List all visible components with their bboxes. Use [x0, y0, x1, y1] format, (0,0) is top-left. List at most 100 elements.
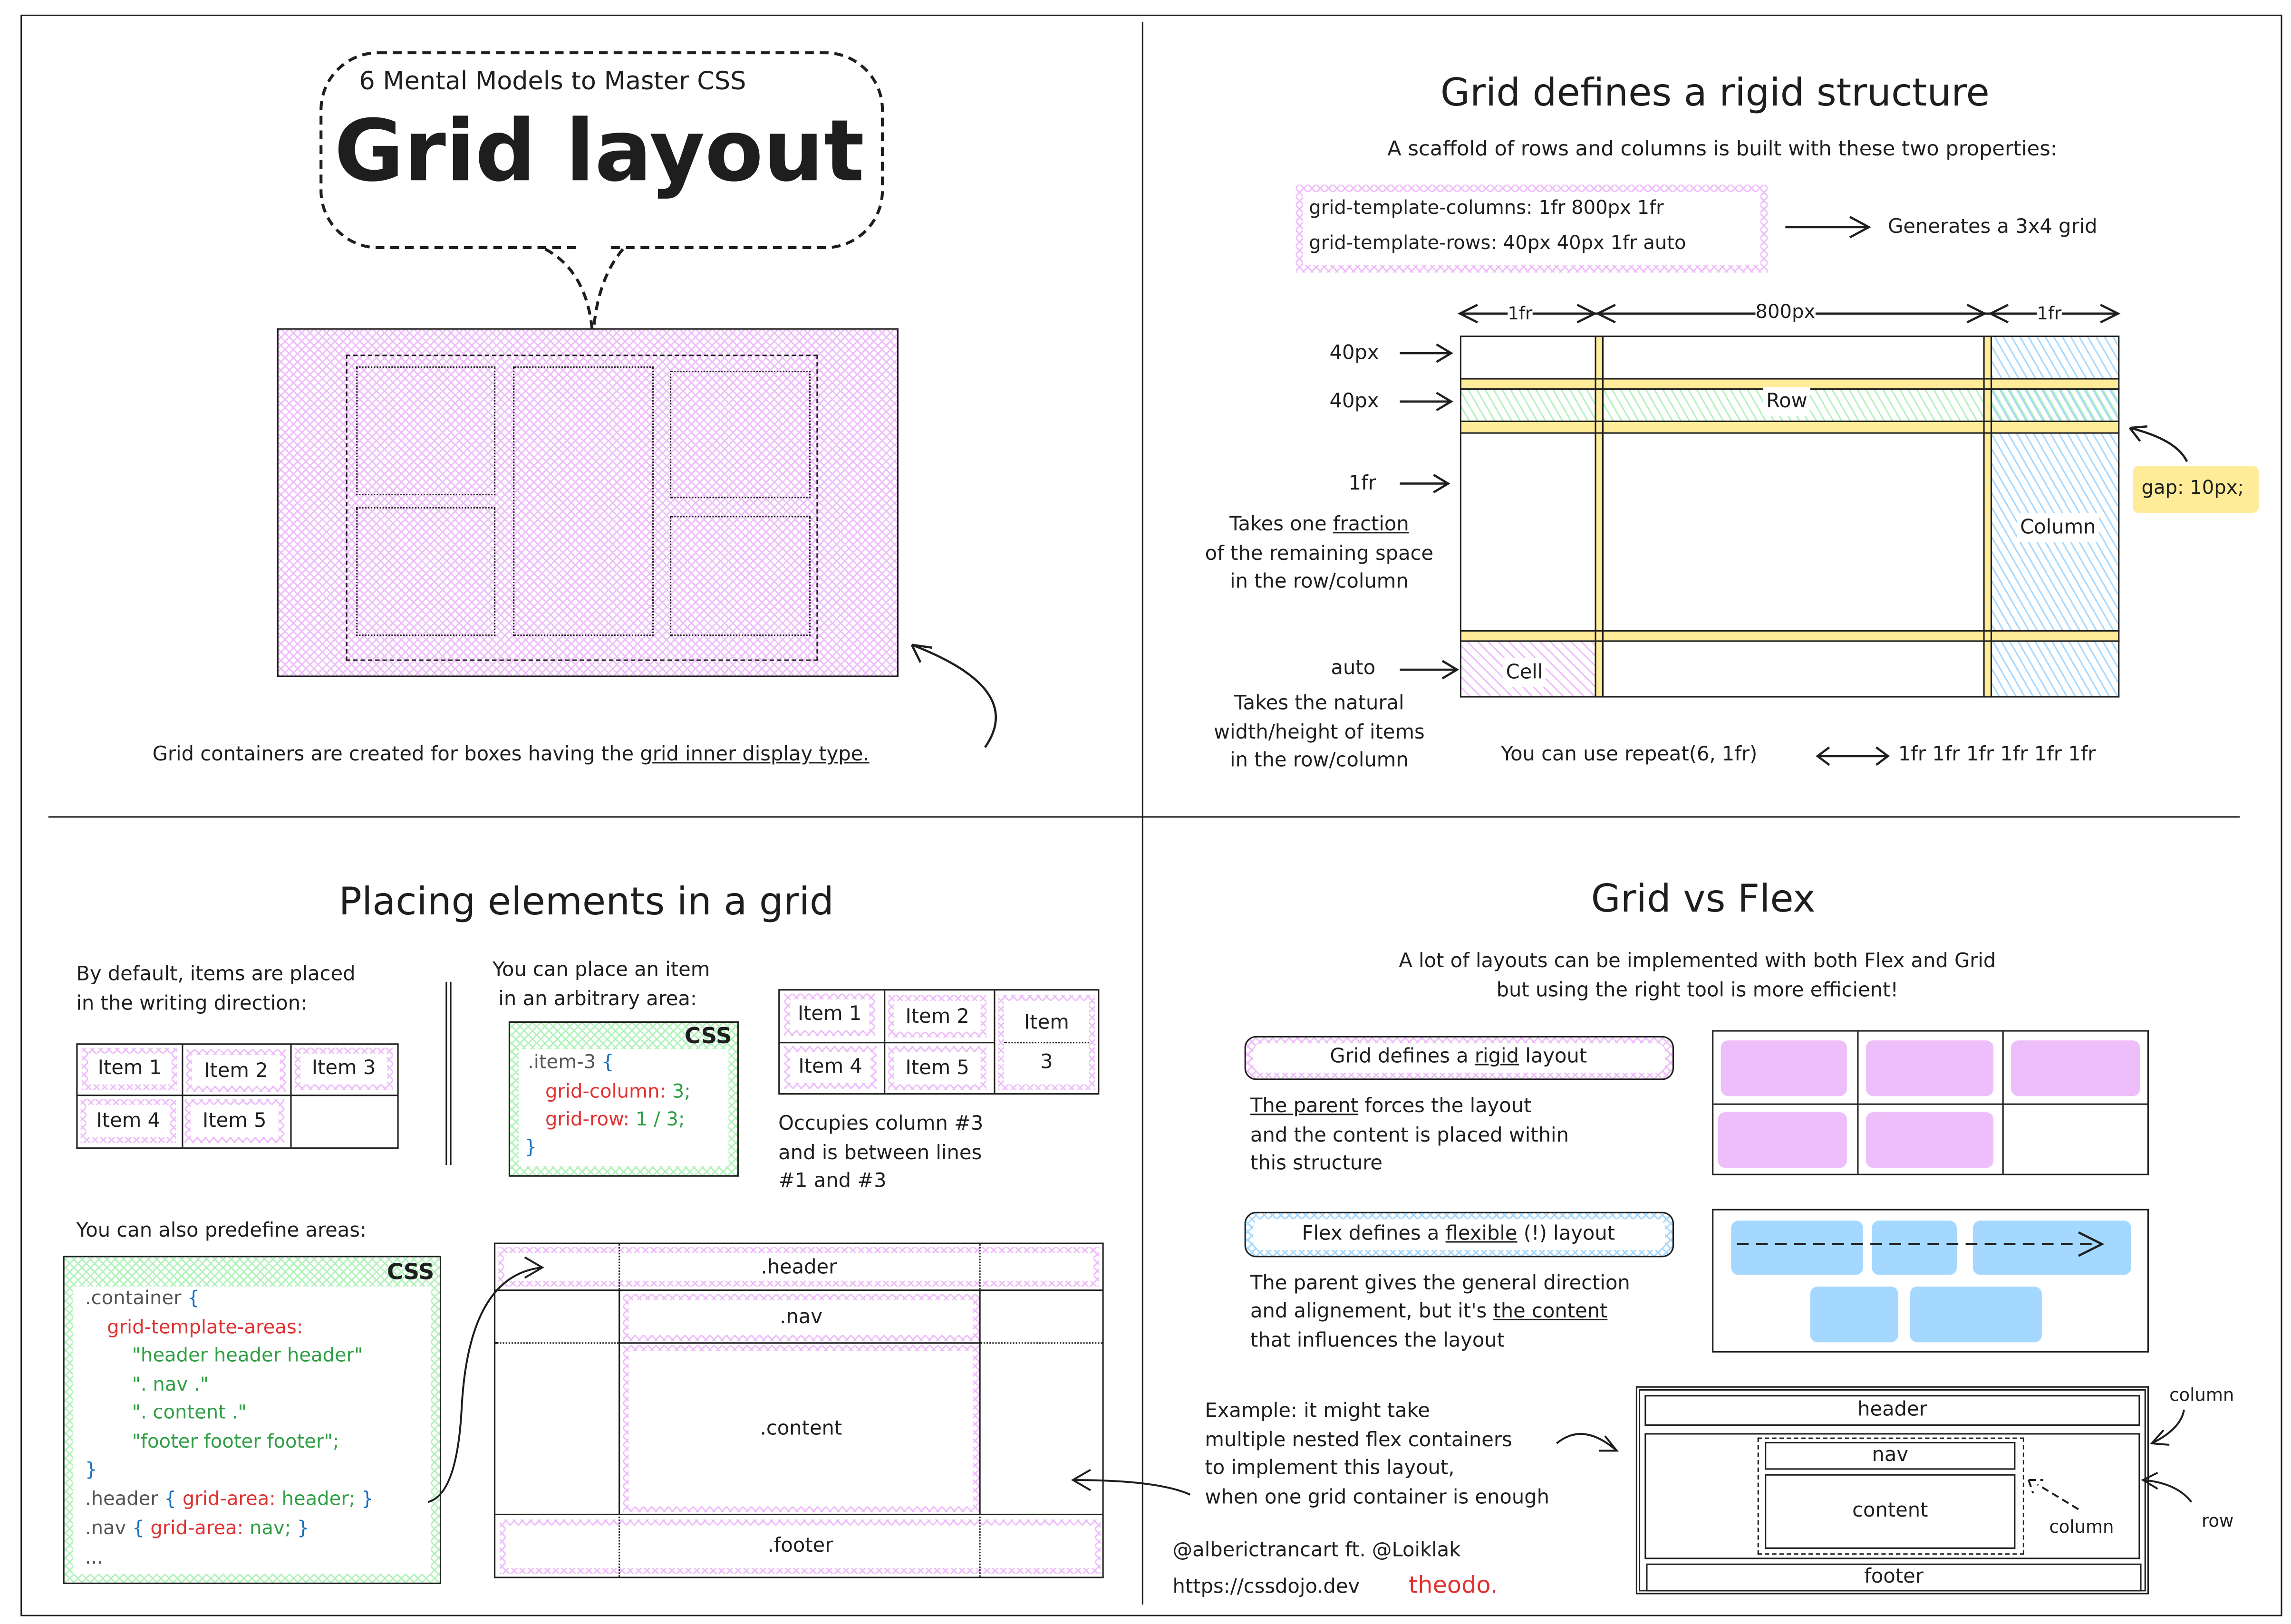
layout-content: content	[1765, 1474, 2016, 1549]
row-label: Row	[1763, 386, 1810, 416]
arbitrary-note-1: You can place an item	[492, 958, 710, 982]
credits-url[interactable]: https://cssdojo.dev	[1172, 1575, 1360, 1599]
code-line: grid-row: 1 / 3;	[545, 1109, 685, 1132]
code-line: grid-column: 3;	[545, 1081, 691, 1104]
flex-block	[1910, 1287, 2042, 1343]
grid-item: Item 2	[186, 1049, 286, 1092]
area-nav: .nav	[623, 1294, 979, 1341]
caption-highlight: grid inner display type.	[640, 743, 870, 767]
credits-authors: @alberictrancart ft. @Loiklak	[1172, 1538, 1461, 1562]
grid-container-illustration	[277, 328, 899, 677]
gap-badge: gap: 10px;	[2133, 466, 2259, 513]
area-footer: .footer	[500, 1519, 1101, 1574]
css-areas-code-box	[63, 1256, 442, 1584]
grid-item: Item 1	[784, 993, 875, 1036]
auto-note-3: in the row/column	[1230, 749, 1409, 772]
grid-item: Item 5	[184, 1099, 285, 1143]
code-line: .header { grid-area: header; }	[85, 1489, 374, 1511]
area-content: .content	[623, 1345, 979, 1512]
bubble-subtitle: 6 Mental Models to Master CSS	[359, 67, 746, 97]
code-box	[1295, 184, 1768, 273]
code-line: .item-3 {	[527, 1052, 614, 1074]
grid-item: Item 3	[294, 1047, 393, 1090]
flex-desc-1: The parent gives the general direction	[1250, 1272, 1630, 1296]
row-label: row	[2201, 1510, 2234, 1531]
flex-block	[1972, 1220, 2131, 1275]
repeat-text: You can use repeat(6, 1fr)	[1501, 743, 1758, 767]
grid-cell	[670, 516, 811, 636]
main-title: Grid layout	[334, 101, 865, 201]
horizontal-divider	[48, 816, 2240, 818]
row-dim-4: auto	[1331, 656, 1376, 680]
layout-row	[1644, 1433, 2140, 1559]
fr-note-1: Takes one fraction	[1229, 513, 1409, 537]
css-label: CSS	[387, 1259, 435, 1285]
example-note-4: when one grid container is enough	[1205, 1486, 1550, 1509]
gap-label: gap: 10px;	[2141, 478, 2244, 500]
col-dim-3: 1fr	[2037, 298, 2062, 328]
auto-note-1: Takes the natural	[1234, 692, 1404, 715]
auto-note-2: width/height of items	[1214, 721, 1425, 745]
panel-title: Grid vs Flex	[1591, 877, 1816, 922]
flex-pill	[1244, 1211, 1674, 1258]
occupies-note-1: Occupies column #3	[778, 1112, 984, 1136]
code-line: }	[85, 1459, 97, 1482]
example-note-1: Example: it might take	[1205, 1399, 1430, 1423]
generates-label: Generates a 3x4 grid	[1888, 215, 2098, 239]
panel-title: Grid defines a rigid structure	[1440, 72, 1990, 116]
arbitrary-note-2: in an arbitrary area:	[498, 988, 697, 1011]
grid-item: Item 5	[888, 1046, 986, 1090]
fr-note-2: of the remaining space	[1205, 542, 1434, 566]
grid-item: Item 1	[82, 1047, 178, 1090]
grid-cell	[513, 366, 654, 636]
row-dim-2: 40px	[1329, 390, 1379, 413]
occupies-note-2: and is between lines	[778, 1141, 982, 1165]
grid-pill	[1244, 1036, 1674, 1080]
vertical-divider	[1141, 22, 1143, 1605]
predefine-note: You can also predefine areas:	[76, 1219, 367, 1243]
grid-pill-label: Grid defines a rigid layout	[1330, 1045, 1587, 1068]
arbitrary-grid	[778, 989, 1100, 1095]
layout-diagram: header nav content footer	[1635, 1386, 2149, 1595]
column-label: Column	[2017, 513, 2099, 542]
grid-item: Item 2	[888, 995, 986, 1038]
grid-block	[1718, 1112, 1847, 1168]
flex-pill-label: Flex defines a flexible (!) layout	[1302, 1222, 1615, 1246]
panel-title: Placing elements in a grid	[338, 881, 834, 925]
flex-visual	[1712, 1209, 2149, 1353]
caption-text: Grid containers are created for boxes ha…	[152, 743, 640, 767]
page-frame	[20, 14, 2282, 1616]
code-line: .container {	[85, 1288, 200, 1310]
layout-nav: nav	[1765, 1441, 2016, 1470]
grid-cell	[356, 366, 496, 496]
grid-cell	[670, 371, 811, 499]
double-divider	[445, 981, 447, 1165]
row-dim-1: 40px	[1329, 341, 1379, 365]
code-columns: grid-template-columns: 1fr 800px 1fr	[1309, 198, 1664, 220]
code-line: ...	[85, 1547, 104, 1570]
example-note-3: to implement this layout,	[1205, 1456, 1455, 1480]
flex-block	[1810, 1287, 1898, 1343]
default-grid	[76, 1043, 399, 1149]
grid-desc-1: The parent forces the layout	[1250, 1095, 1532, 1118]
flex-desc-3: that influences the layout	[1250, 1329, 1505, 1353]
code-line: }	[524, 1137, 537, 1159]
layout-column	[1757, 1437, 2024, 1555]
grid-block	[2011, 1040, 2140, 1096]
grid-block	[1866, 1040, 1994, 1096]
css-label: CSS	[684, 1023, 732, 1049]
grid-block	[1721, 1040, 1847, 1096]
grid-item: Item 4	[80, 1099, 176, 1143]
column-outer-label: column	[2169, 1384, 2234, 1405]
code-rows: grid-template-rows: 40px 40px 1fr auto	[1309, 233, 1686, 255]
col-dim-2: 800px	[1755, 298, 1816, 328]
panel-subtitle-2: but using the right tool is more efficie…	[1496, 979, 1899, 1002]
grid-block	[1866, 1112, 1994, 1168]
css-code-box	[508, 1021, 739, 1177]
code-line: ". content ."	[132, 1402, 247, 1424]
panel-subtitle-1: A lot of layouts can be implemented with…	[1399, 949, 1996, 973]
